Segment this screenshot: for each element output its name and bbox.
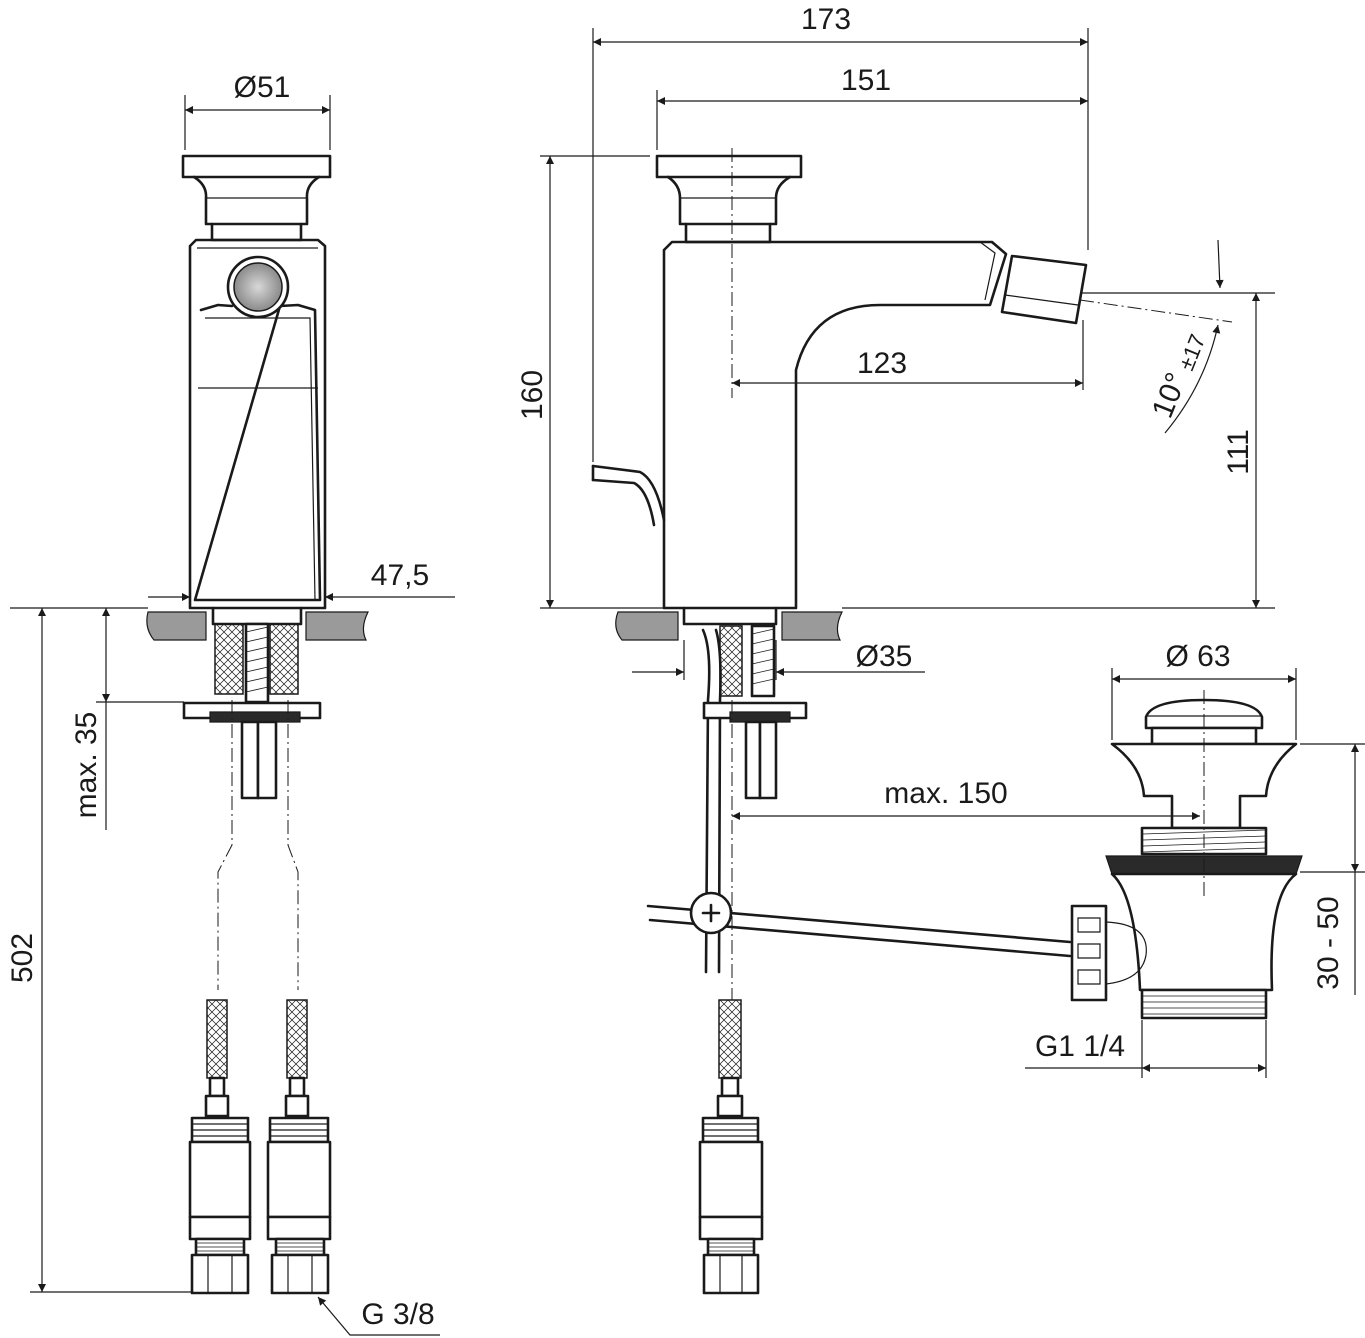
dim-diameter-51: Ø51	[234, 71, 291, 104]
dim-173: 173	[801, 3, 851, 36]
dim-g-3-8: G 3/8	[361, 1298, 434, 1331]
dim-151: 151	[841, 64, 891, 97]
dim-111: 111	[1222, 429, 1255, 475]
front-view	[146, 154, 369, 1295]
right-hose-connector	[266, 999, 332, 1295]
dim-max-150: max. 150	[884, 777, 1007, 810]
side-view	[591, 148, 1303, 1295]
dim-diameter-63: Ø 63	[1165, 640, 1230, 673]
dim-47-5: 47,5	[371, 559, 429, 592]
dim-angle-10: 10°	[1146, 368, 1194, 422]
dim-30-50: 30 - 50	[1312, 896, 1345, 989]
dim-diameter-35: Ø35	[856, 640, 913, 673]
front-view-dimensions: Ø51 47,5 max. 35 502 G 3/8	[6, 71, 455, 1336]
pop-up-waste	[1070, 698, 1303, 1020]
dim-160: 160	[516, 370, 549, 420]
side-hose-connector	[698, 999, 764, 1295]
dim-123: 123	[857, 347, 907, 380]
left-hose-connector	[188, 999, 252, 1295]
dim-g1-1-4: G1 1/4	[1035, 1030, 1125, 1063]
dim-max-35: max. 35	[70, 712, 103, 819]
dim-502: 502	[6, 933, 39, 983]
